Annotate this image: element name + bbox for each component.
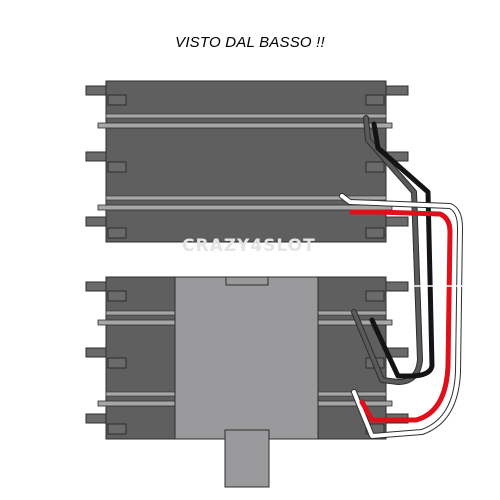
connector-cover-notch (225, 276, 269, 286)
track-clip (107, 423, 127, 435)
diagram-title: VISTO DAL BASSO !! (175, 34, 325, 51)
track-tab (85, 413, 109, 424)
watermark-text: CRAZY4SLOT (182, 236, 316, 256)
track-clip (107, 290, 127, 302)
track-body (105, 80, 387, 243)
track-rail-extension (97, 122, 393, 129)
track-clip (107, 227, 127, 239)
track-tab (85, 151, 109, 162)
track-tab (385, 281, 409, 292)
track-clip (365, 227, 385, 239)
black-wire (369, 121, 435, 379)
track-tab (85, 347, 109, 358)
track-rail-extension (97, 204, 393, 211)
track-tab (385, 216, 409, 227)
track-tab (385, 85, 409, 96)
top-track-piece (85, 80, 409, 243)
bottom-track-piece (85, 276, 409, 488)
red-wire (349, 209, 453, 423)
track-rail (105, 113, 387, 119)
track-clip (107, 94, 127, 106)
track-clip (365, 290, 385, 302)
track-clip (365, 161, 385, 173)
track-tab (85, 216, 109, 227)
track-tab (85, 281, 109, 292)
track-clip (365, 94, 385, 106)
track-tab (85, 85, 109, 96)
track-clip (107, 357, 127, 369)
wires (339, 115, 465, 439)
connector-cover (174, 276, 319, 440)
track-rail (105, 195, 387, 201)
connector-plug (224, 429, 270, 488)
white-wire-core (340, 194, 462, 438)
track-clip (107, 161, 127, 173)
